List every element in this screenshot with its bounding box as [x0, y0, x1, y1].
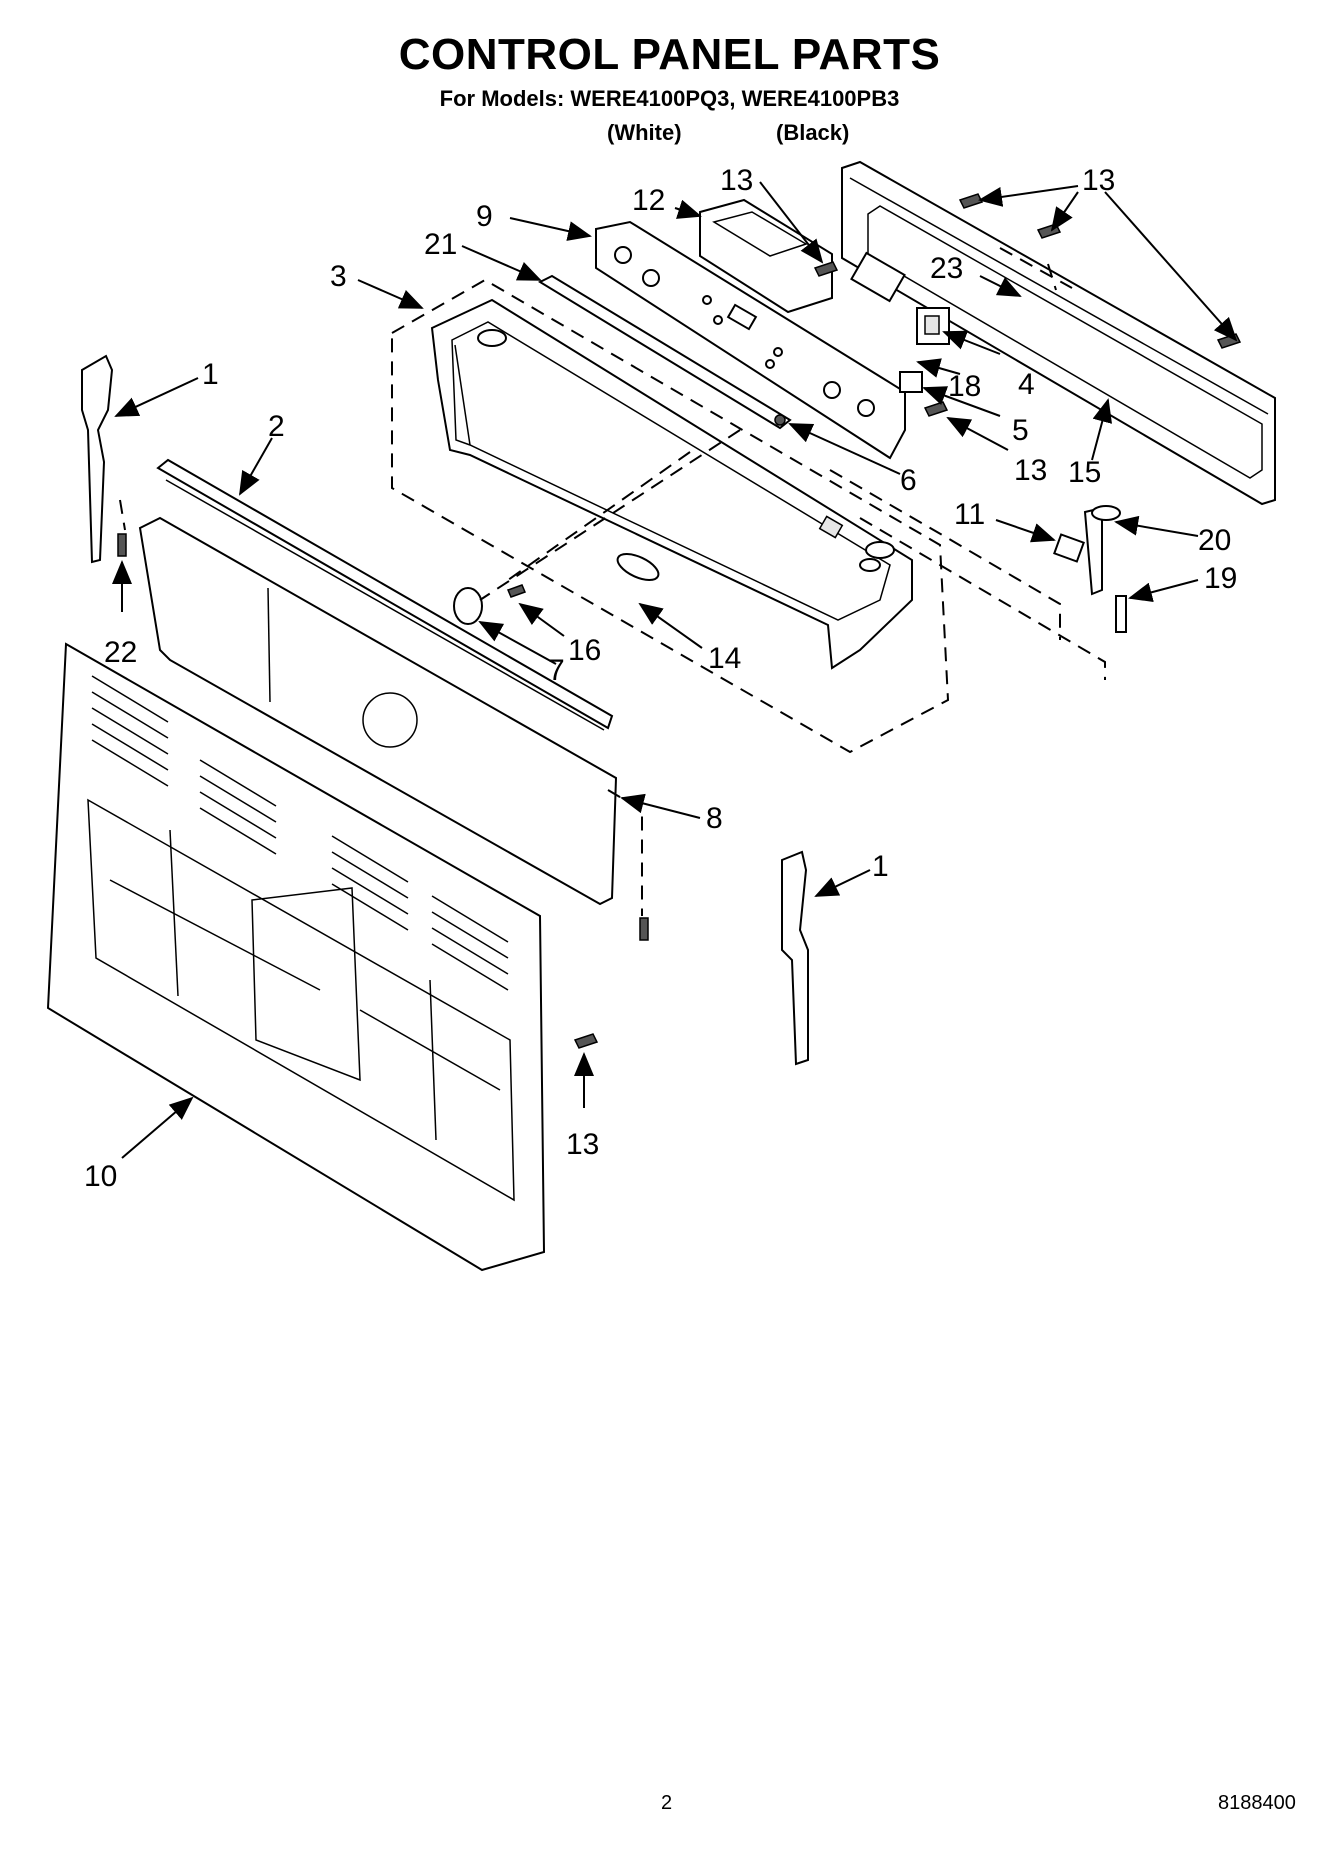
callout-1-right: 1: [872, 850, 889, 883]
callout-12: 12: [632, 184, 665, 217]
callout-20: 20: [1198, 524, 1231, 557]
callout-9: 9: [476, 200, 493, 233]
clip-part: [1115, 595, 1127, 633]
callout-13-bottom: 13: [566, 1128, 599, 1161]
page-title: CONTROL PANEL PARTS: [398, 30, 941, 79]
callout-11: 11: [954, 498, 985, 531]
indicator-light-part: [1053, 533, 1085, 563]
callout-1-left: 1: [202, 358, 219, 391]
variant-black: (Black): [776, 120, 850, 145]
callout-13-rear: 13: [1082, 164, 1115, 197]
callout-6: 6: [900, 464, 917, 497]
callout-8: 8: [706, 802, 723, 835]
callout-21: 21: [424, 228, 457, 261]
document-number: 8188400: [1218, 1792, 1296, 1814]
control-panel-housing: [430, 298, 913, 670]
control-panel-assembly-outline: [391, 278, 950, 754]
side-bracket-left: [81, 354, 114, 564]
models-subtitle: For Models: WERE4100PQ3, WERE4100PB3: [439, 86, 900, 111]
callout-14: 14: [708, 642, 741, 675]
console-rear-panel: [841, 160, 1276, 506]
manifold-panel: [138, 516, 618, 906]
callout-13-top: 13: [720, 164, 753, 197]
retainer-strip: [537, 274, 792, 430]
variant-white: (White): [607, 120, 682, 145]
knob-part: [453, 587, 483, 625]
side-bracket-right: [781, 850, 809, 1066]
callout-22: 22: [104, 636, 137, 669]
callout-5: 5: [1012, 414, 1029, 447]
top-rail: [156, 458, 614, 731]
terminal-block: [916, 307, 950, 345]
callout-23: 23: [930, 252, 963, 285]
callout-18: 18: [948, 370, 981, 403]
back-panel-vents: [91, 675, 509, 991]
callout-labels: 13 12 9 21 3 13 23 1 2 18 4 5 13 15 6 11…: [84, 164, 1237, 1193]
page-number: 2: [661, 1792, 673, 1814]
callout-15: 15: [1068, 456, 1101, 489]
switch-part: [899, 371, 923, 393]
callout-3: 3: [330, 260, 347, 293]
leader-arrows: [112, 181, 1238, 1159]
callout-4: 4: [1018, 368, 1035, 401]
callout-7: 7: [548, 654, 565, 687]
control-panel-faceplate: [595, 220, 906, 460]
back-panel: [46, 642, 546, 1272]
connection-lines: [119, 247, 1106, 916]
callout-2: 2: [268, 410, 285, 443]
label-part: [850, 251, 906, 303]
callout-13-mid: 13: [1014, 454, 1047, 487]
callout-10: 10: [84, 1160, 117, 1193]
callout-19: 19: [1204, 562, 1237, 595]
callout-16: 16: [568, 634, 601, 667]
sensor-part: [1083, 505, 1121, 596]
